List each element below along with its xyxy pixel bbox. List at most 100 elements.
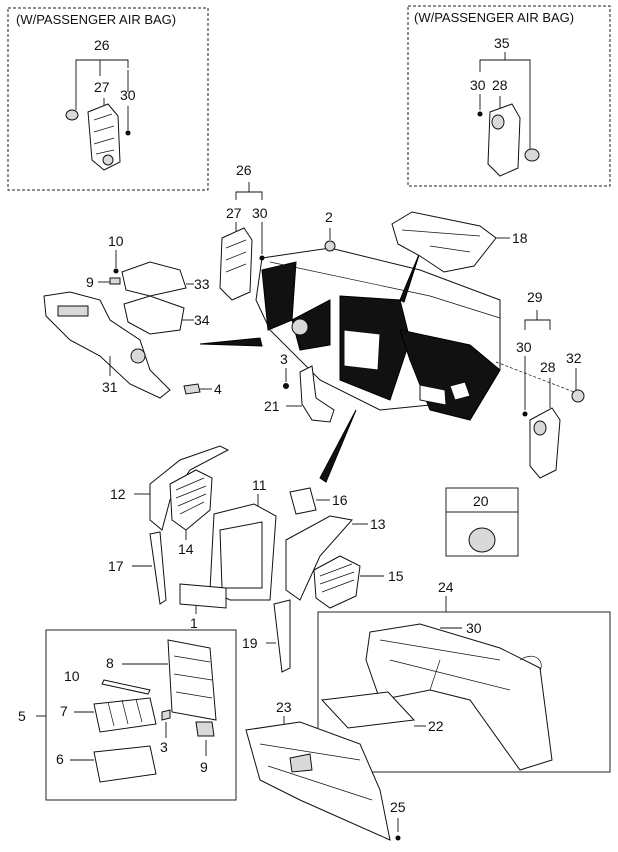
part-24-ribs — [379, 639, 511, 691]
callout-30-lower: 30 — [466, 620, 482, 636]
part-18-bracket — [391, 211, 497, 273]
alignment-line-32 — [495, 361, 575, 393]
callout-19: 19 — [242, 635, 258, 651]
callout-15: 15 — [388, 568, 404, 584]
part-31-hole — [130, 348, 146, 364]
part-27-ribs — [225, 239, 247, 273]
callout-23: 23 — [276, 699, 292, 715]
part-22-pad — [320, 691, 416, 729]
part-34-shroud-lower — [123, 295, 185, 335]
inset-right-cap — [524, 148, 540, 162]
callout-31: 31 — [102, 379, 118, 395]
callout-22: 22 — [428, 718, 444, 734]
callout-8: 8 — [106, 655, 114, 671]
callout-21: 21 — [264, 398, 280, 414]
callout-20: 20 — [473, 493, 489, 509]
part-7-tray — [93, 697, 157, 733]
audio-panel — [343, 329, 381, 371]
part-30-screw — [259, 255, 265, 261]
part-10-clip — [113, 268, 119, 274]
part-8-bracket — [167, 639, 217, 721]
part-10-rod — [101, 679, 151, 695]
passenger-vent — [449, 381, 471, 401]
inset-left-callout-27: 27 — [94, 79, 110, 95]
part-3-screw — [283, 383, 289, 389]
callout-32: 32 — [566, 350, 582, 366]
callout-14: 14 — [178, 541, 194, 557]
callout-24: 24 — [438, 579, 454, 595]
inset-right-header: (W/PASSENGER AIR BAG) — [414, 10, 574, 25]
pad-top-line — [269, 261, 501, 319]
part-32-cap — [571, 389, 585, 403]
callout-2: 2 — [325, 209, 333, 225]
callout-29: 29 — [527, 289, 543, 305]
leaders-26-27-30 — [235, 182, 263, 254]
callout-10: 10 — [108, 233, 124, 249]
part-6-tray — [93, 745, 157, 783]
callout-27: 27 — [226, 205, 242, 221]
inset-right-screw — [477, 111, 483, 117]
callout-6: 6 — [56, 751, 64, 767]
part-33-shroud-upper — [121, 261, 187, 297]
part-20-frame — [445, 487, 519, 557]
part-5-frame — [45, 629, 237, 801]
callout-30: 30 — [252, 205, 268, 221]
part-27-side-cover — [219, 227, 253, 301]
part-31-lower-panel — [43, 291, 171, 399]
callout-9-lower: 9 — [200, 759, 208, 775]
part-21-bracket — [299, 365, 335, 423]
part-19-trim — [273, 599, 291, 673]
part-13-garnish — [285, 515, 353, 601]
crash-pad-assembly — [199, 247, 501, 483]
part-11-opening — [219, 521, 263, 589]
part-23-handle — [289, 753, 313, 773]
inset-left-header: (W/PASSENGER AIR BAG) — [16, 12, 176, 27]
callout-5: 5 — [18, 708, 26, 724]
inset-right-side-cover — [487, 103, 521, 177]
part-8-slots — [173, 655, 213, 699]
callout-3-lower: 3 — [160, 739, 168, 755]
part-25-screw — [395, 835, 401, 841]
inset-left-cap — [65, 109, 79, 121]
inset-left-callout-26: 26 — [94, 37, 110, 53]
part-20-plug — [468, 527, 496, 553]
part-9-pad-lower — [195, 721, 215, 737]
leader-wedge-left — [199, 337, 263, 347]
inset-left-callout-30: 30 — [120, 87, 136, 103]
leaders-29 — [524, 310, 551, 330]
part-15-louvers — [319, 563, 355, 593]
callout-25: 25 — [390, 799, 406, 815]
inset-right-callout-35: 35 — [494, 35, 510, 51]
inset-right-leaders — [479, 52, 531, 150]
part-17-trim — [149, 531, 167, 605]
inset-left-cover-hole — [102, 154, 114, 166]
callout-4: 4 — [214, 381, 222, 397]
crash-pad-left-opening — [261, 261, 297, 331]
callout-12: 12 — [110, 486, 126, 502]
inset-left-side-cover — [87, 103, 121, 171]
part-24-frame — [317, 611, 611, 773]
inset-right-callout-30: 30 — [470, 77, 486, 93]
callout-16: 16 — [332, 492, 348, 508]
part-3-clip-lower — [161, 709, 171, 721]
callout-1: 1 — [190, 615, 198, 631]
part-23-glove-door — [245, 721, 391, 841]
callout-3: 3 — [280, 351, 288, 367]
part-31-switch-area — [57, 305, 89, 317]
callout-11: 11 — [252, 477, 267, 493]
part-14-vent — [169, 469, 213, 531]
inset-left-frame — [7, 7, 209, 191]
part-9-clip — [109, 277, 121, 285]
leader-wedge-top — [399, 251, 421, 303]
callout-10-lower: 10 — [64, 668, 80, 684]
cluster-opening — [291, 299, 331, 351]
inset-right-cover-grommet — [491, 114, 505, 130]
part-28-side-cover — [529, 407, 561, 479]
part-18-detail — [401, 229, 481, 253]
callout-9: 9 — [86, 274, 94, 290]
callout-34: 34 — [194, 312, 210, 328]
part-4-bracket — [183, 383, 201, 395]
part-7-grid — [107, 698, 143, 727]
inset-right-callout-28: 28 — [492, 77, 508, 93]
